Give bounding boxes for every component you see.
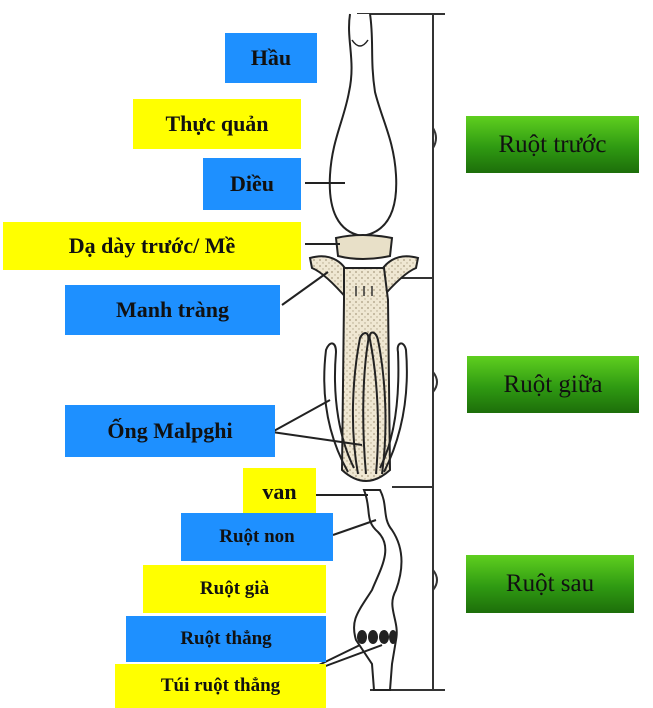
label-manh-trang: Manh tràng — [65, 285, 280, 335]
region-ruot-truoc: Ruột trước — [466, 116, 639, 173]
label-ruot-thang: Ruột thẳng — [126, 616, 326, 662]
proventriculus-shape — [336, 235, 392, 259]
label-ruot-non: Ruột non — [181, 513, 333, 561]
label-ruot-gia: Ruột già — [143, 565, 326, 613]
label-tui-ruot-thang: Túi ruột thẳng — [115, 664, 326, 708]
region-ruot-giua: Ruột giữa — [467, 356, 639, 413]
hindgut-shape — [354, 490, 402, 690]
label-hau: Hầu — [225, 33, 317, 83]
region-ruot-sau: Ruột sau — [466, 555, 634, 613]
pharynx-esophagus-crop-shape — [330, 14, 396, 236]
label-thuc-quan: Thực quản — [133, 99, 301, 149]
label-ong-malpghi: Ống Malpghi — [65, 405, 275, 457]
label-da-day-truoc: Dạ dày trước/ Mề — [3, 222, 301, 270]
label-dieu: Diều — [203, 158, 301, 210]
label-van: van — [243, 468, 316, 516]
